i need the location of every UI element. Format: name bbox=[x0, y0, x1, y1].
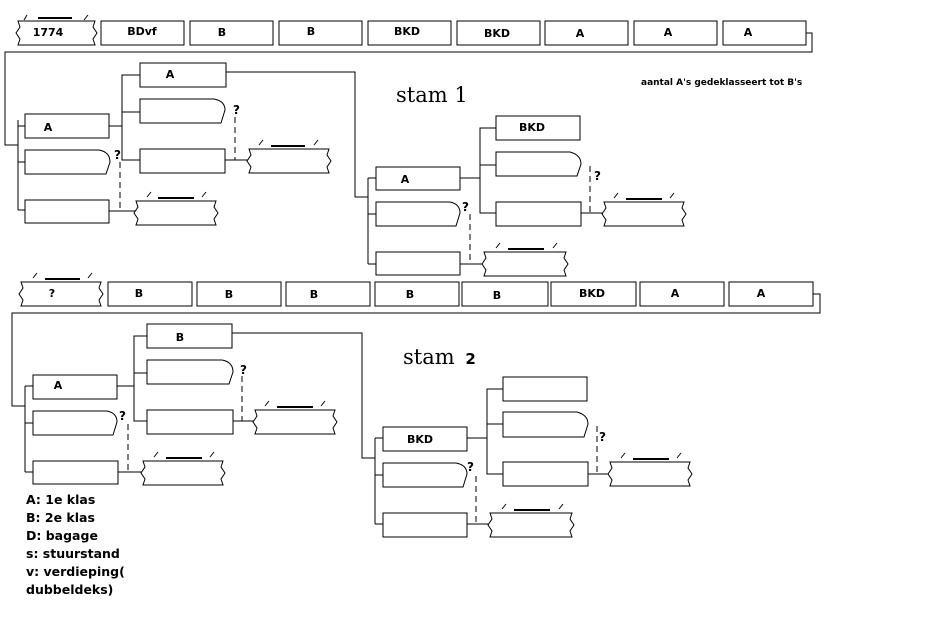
stam2-car-1: ? bbox=[18, 272, 104, 307]
stam1-car-6-label: BKD bbox=[484, 27, 510, 40]
stam1-car-6: BKD bbox=[456, 20, 541, 46]
stam2-car-9: A bbox=[728, 281, 814, 307]
stam2-car-2: B bbox=[107, 281, 193, 307]
legend-item-v-cont: dubbeldeks) bbox=[26, 582, 113, 597]
legend-item-b: B: 2e klas bbox=[26, 510, 95, 525]
stam2-tree-b-question-1: ? bbox=[599, 430, 606, 444]
stam2-car-1-label: ? bbox=[49, 287, 55, 300]
stam2-tree-b-mid-label: BKD bbox=[407, 433, 433, 446]
legend-item-v: v: verdieping( bbox=[26, 564, 125, 579]
stam1-car-1-label: 1774 bbox=[33, 26, 64, 39]
stam2-tree-b-question-2: ? bbox=[467, 460, 474, 474]
stam1-car-8: A bbox=[633, 20, 718, 46]
stam2-car-3: B bbox=[196, 281, 282, 307]
stam2-tree-a: A ? B ? bbox=[24, 323, 375, 486]
stam1-car-4-label: B bbox=[307, 25, 315, 38]
stam1-tree-b-mid-label: A bbox=[401, 173, 410, 186]
stam1-car-1: 1774 bbox=[15, 14, 98, 46]
stam1-train-row: 1774 BDvf B B BKD BKD A A bbox=[15, 14, 807, 46]
stam2-train-row: ? B B B B B BKD A bbox=[18, 272, 814, 307]
stam2-car-8-label: A bbox=[671, 287, 680, 300]
stam1-connector bbox=[4, 32, 813, 146]
stam1-car-5: BKD bbox=[367, 20, 452, 46]
stam2-car-5: B bbox=[374, 281, 460, 307]
stam1-car-5-label: BKD bbox=[394, 25, 420, 38]
stam1-tree-a: A ? A ? bbox=[17, 62, 368, 226]
stam1-tree-a-open-car bbox=[24, 149, 111, 175]
stam1-car-7: A bbox=[544, 20, 629, 46]
stam1-car-3-label: B bbox=[218, 26, 226, 39]
stam2-title: stam 2 bbox=[403, 345, 476, 369]
stam2-car-4: B bbox=[285, 281, 371, 307]
stam1-tree-b-question-2: ? bbox=[462, 200, 469, 214]
stam2-tree-b-top-box bbox=[502, 376, 588, 402]
legend: A: 1e klas B: 2e klas D: bagage s: stuur… bbox=[26, 492, 125, 597]
stam1-tree-a-question-2: ? bbox=[114, 148, 121, 162]
declassified-note: aantal A's gedeklasseert tot B's bbox=[641, 78, 802, 88]
stam2-car-2-label: B bbox=[135, 287, 143, 300]
legend-item-d: D: bagage bbox=[26, 528, 98, 543]
stam1-car-7-label: A bbox=[576, 27, 585, 40]
stam2-tree-a-question-2: ? bbox=[119, 409, 126, 423]
stam2-title-word: stam bbox=[403, 345, 455, 369]
stam2-car-4-label: B bbox=[310, 288, 318, 301]
stam1-title: stam 1 bbox=[396, 83, 468, 107]
stam2-car-3-label: B bbox=[225, 288, 233, 301]
stam2-car-9-label: A bbox=[757, 287, 766, 300]
stam1-tree-a-mid-label: A bbox=[44, 121, 53, 134]
stam1-car-2: BDvf bbox=[100, 20, 185, 46]
stam1-car-3: B bbox=[189, 20, 274, 46]
stam1-tree-b-question-1: ? bbox=[594, 169, 601, 183]
stam1-car-8-label: A bbox=[664, 26, 673, 39]
stam2-car-7-label: BKD bbox=[579, 287, 605, 300]
legend-item-a: A: 1e klas bbox=[26, 492, 95, 507]
stam1-car-9: A bbox=[722, 20, 807, 46]
stam2-car-7: BKD bbox=[550, 281, 637, 307]
stam1-tree-a-top-box bbox=[139, 62, 227, 88]
stam2-connector bbox=[11, 293, 821, 407]
stam1-tree-a-mid-box bbox=[24, 113, 110, 139]
stam2-tree-a-mid-label: A bbox=[54, 379, 63, 392]
stam1-tree-a-top-label: A bbox=[166, 68, 175, 81]
stam1-car-4: B bbox=[278, 20, 363, 46]
stam1-tree-a-question-1: ? bbox=[233, 103, 240, 117]
stam2-car-5-label: B bbox=[406, 288, 414, 301]
stam1-tree-b: A ? BKD ? bbox=[367, 115, 687, 277]
stam1-car-9-label: A bbox=[744, 26, 753, 39]
stam2-tree-a-question-1: ? bbox=[240, 363, 247, 377]
stam2-car-6-label: B bbox=[493, 289, 501, 302]
stam1-car-2-label: BDvf bbox=[127, 25, 157, 38]
legend-item-s: s: stuurstand bbox=[26, 546, 120, 561]
stam1-tree-a-bottom-box bbox=[24, 199, 110, 224]
stam2-title-number: 2 bbox=[465, 350, 475, 368]
stam2-car-8: A bbox=[639, 281, 725, 307]
stam2-tree-a-top-label: B bbox=[176, 331, 184, 344]
stam2-car-6: B bbox=[461, 281, 549, 307]
stam1-tree-b-top-label: BKD bbox=[519, 121, 545, 134]
stam2-tree-b: BKD ? ? bbox=[374, 376, 693, 538]
